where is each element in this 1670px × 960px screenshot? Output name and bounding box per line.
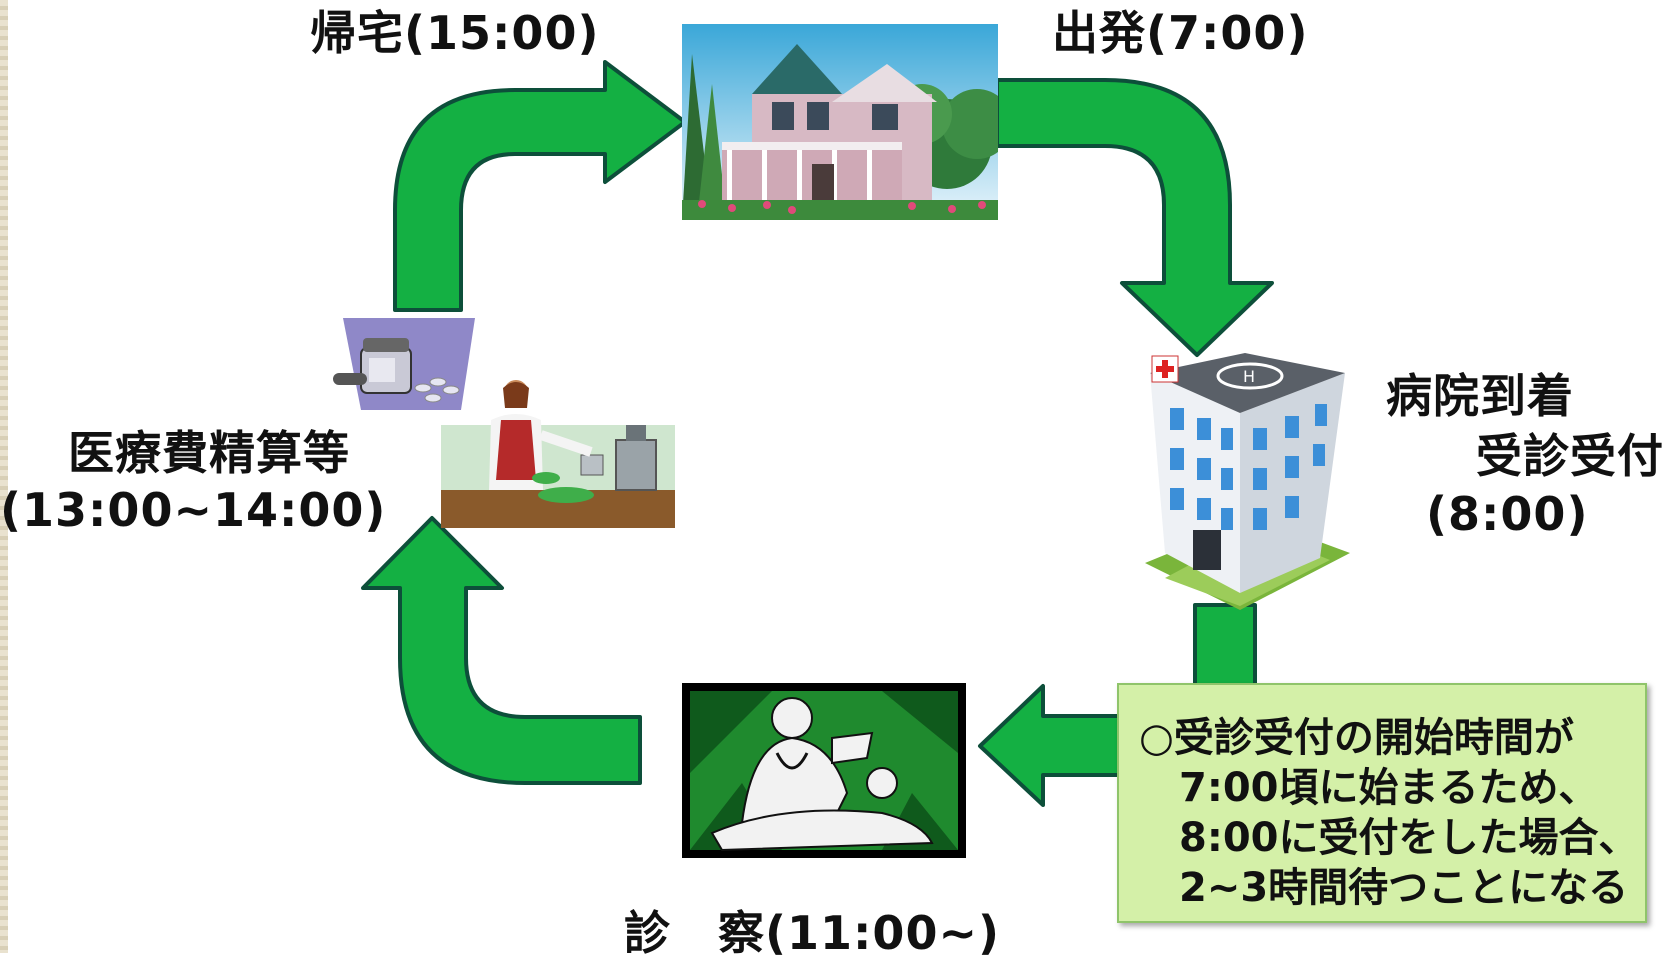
note-line: ○受診受付の開始時間が <box>1139 715 1574 761</box>
label-payment: 医療費精算等 <box>68 426 350 480</box>
arrow-to-home <box>393 60 687 312</box>
label-arrival-time: (8:00) <box>1426 487 1589 541</box>
hospital-building-illustration: H <box>1145 348 1350 610</box>
house-illustration <box>682 24 998 220</box>
label-reception: 受診受付 <box>1476 429 1664 483</box>
label-arrival: 病院到着 <box>1386 369 1574 423</box>
label-payment-time: (13:00~14:00) <box>0 483 387 537</box>
label-examination: 診 察(11:00~) <box>624 906 1001 960</box>
label-departure: 出発(7:00) <box>1052 6 1309 60</box>
medicine-bottle-illustration <box>333 318 475 410</box>
svg-text:H: H <box>1243 367 1255 386</box>
arrow-to-hospital <box>995 78 1274 357</box>
slide-edge-texture <box>0 0 8 953</box>
note-line: 8:00に受付をした場合、 <box>1139 815 1639 861</box>
waiting-time-note: ○受診受付の開始時間が 7:00頃に始まるため、 8:00に受付をした場合、 2… <box>1117 683 1647 923</box>
label-return-home: 帰宅(15:00) <box>310 6 600 60</box>
doctor-examination-illustration <box>682 683 966 858</box>
arrow-to-payment <box>361 516 642 785</box>
note-line: 2~3時間待つことになる <box>1139 865 1629 911</box>
pharmacy-cashier-illustration <box>441 380 675 528</box>
note-line: 7:00頃に始まるため、 <box>1139 765 1599 811</box>
